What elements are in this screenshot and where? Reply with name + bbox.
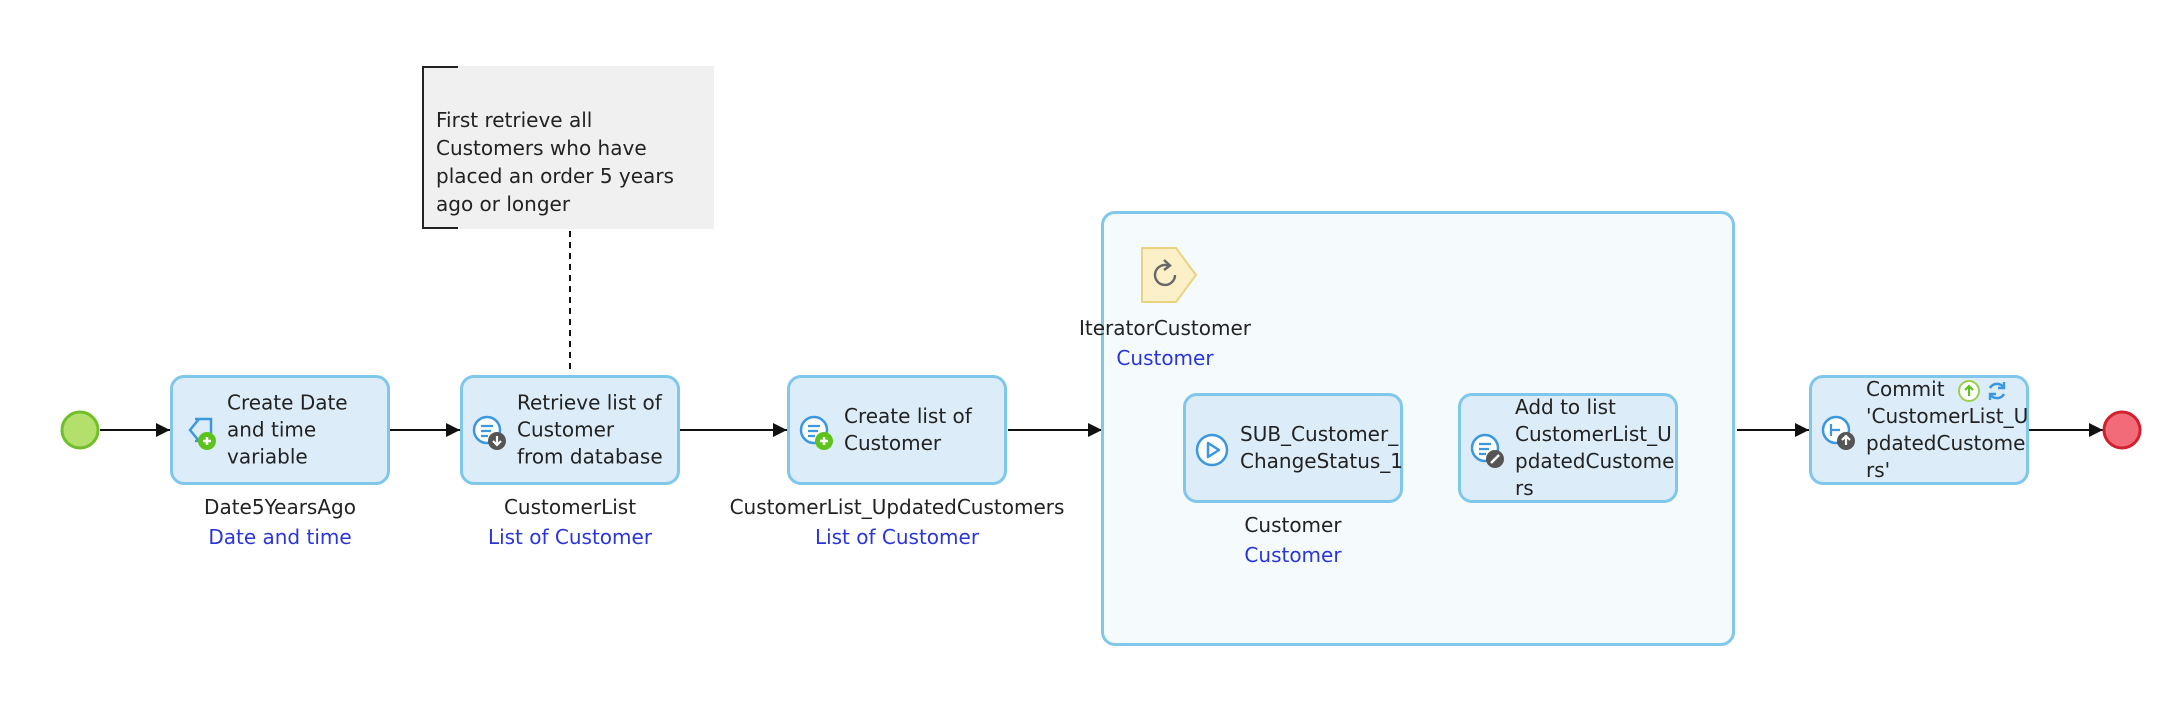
variable-label: Date5YearsAgo Date and time: [130, 492, 430, 552]
refresh-client-icon: [1988, 382, 2006, 400]
activity-retrieve-customers[interactable]: Retrieve list of Customer from database: [460, 375, 680, 485]
variable-name: Customer: [1244, 513, 1342, 537]
call-microflow-icon: [1195, 433, 1229, 467]
retrieve-icon: [472, 415, 506, 450]
annotation-note[interactable]: First retrieve all Customers who have pl…: [424, 66, 714, 229]
change-list-icon: [1470, 433, 1504, 468]
activity-commit[interactable]: Commit 'CustomerList_U pdatedCustome rs': [1809, 375, 2029, 485]
create-list-icon: [799, 415, 833, 450]
iterator-name: IteratorCustomer: [1079, 316, 1251, 340]
activity-label: Retrieve list of Customer from database: [517, 390, 663, 469]
iterator-type: Customer: [1116, 346, 1214, 370]
start-event[interactable]: [60, 410, 100, 450]
variable-name: CustomerList_UpdatedCustomers: [729, 495, 1065, 519]
activity-create-date-variable[interactable]: Create Date and time variable: [170, 375, 390, 485]
activity-label: Commit 'CustomerList_U pdatedCustome rs': [1866, 377, 2029, 482]
with-events-icon: [1958, 380, 1980, 402]
create-variable-icon: [188, 417, 216, 450]
variable-type: Customer: [1244, 543, 1342, 567]
variable-name: Date5YearsAgo: [204, 495, 356, 519]
annotation-bracket: [422, 66, 458, 229]
activity-call-sub-microflow[interactable]: SUB_Customer_ ChangeStatus_1: [1183, 393, 1403, 503]
activity-label: Add to list CustomerList_U pdatedCustome…: [1515, 395, 1675, 500]
variable-label: Customer Customer: [1143, 510, 1443, 570]
end-event[interactable]: [2102, 410, 2142, 450]
variable-name: CustomerList: [503, 495, 637, 519]
annotation-text: First retrieve all Customers who have pl…: [436, 108, 674, 216]
variable-type: Date and time: [208, 525, 352, 549]
commit-icon: [1821, 415, 1855, 450]
activity-label: SUB_Customer_ ChangeStatus_1: [1240, 422, 1404, 473]
variable-type: List of Customer: [814, 525, 980, 549]
activity-label: Create list of Customer: [844, 404, 972, 455]
iterator-label: IteratorCustomer Customer: [1070, 313, 1260, 373]
activity-create-list[interactable]: Create list of Customer: [787, 375, 1007, 485]
iterator-icon[interactable]: [1140, 246, 1198, 304]
variable-type: List of Customer: [487, 525, 653, 549]
activity-label: Create Date and time variable: [227, 390, 348, 469]
variable-label: CustomerList List of Customer: [420, 492, 720, 552]
activity-add-to-list[interactable]: Add to list CustomerList_U pdatedCustome…: [1458, 393, 1678, 503]
variable-label: CustomerList_UpdatedCustomers List of Cu…: [717, 492, 1077, 552]
